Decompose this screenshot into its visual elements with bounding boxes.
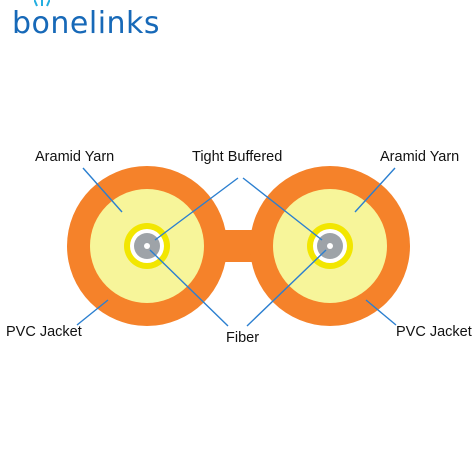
left-fiber-core — [144, 243, 150, 249]
leader-pvc-left — [76, 299, 109, 326]
leader-pvc-right — [365, 299, 397, 326]
label-tight-buffered: Tight Buffered — [192, 149, 283, 165]
logo-text-rest: nelinks — [50, 6, 161, 41]
label-pvc-jacket-left: PVC Jacket — [6, 324, 82, 340]
right-cable — [250, 166, 410, 326]
leader-aramid-right — [354, 167, 396, 213]
right-fiber-core — [327, 243, 333, 249]
label-aramid-yarn-left: Aramid Yarn — [35, 149, 115, 165]
logo-rays-icon — [33, 0, 50, 7]
leader-tight-buffered-left — [154, 177, 239, 241]
logo-letter-o: o — [32, 0, 51, 41]
label-aramid-yarn-right: Aramid Yarn — [380, 149, 460, 165]
logo-text-b: b — [12, 6, 32, 41]
label-fiber: Fiber — [226, 330, 260, 346]
leader-fiber-left — [149, 249, 229, 327]
leader-aramid-left — [82, 167, 123, 213]
leader-fiber-right — [246, 249, 327, 327]
label-pvc-jacket-right: PVC Jacket — [396, 324, 472, 340]
leader-tight-buffered-right — [242, 177, 323, 241]
